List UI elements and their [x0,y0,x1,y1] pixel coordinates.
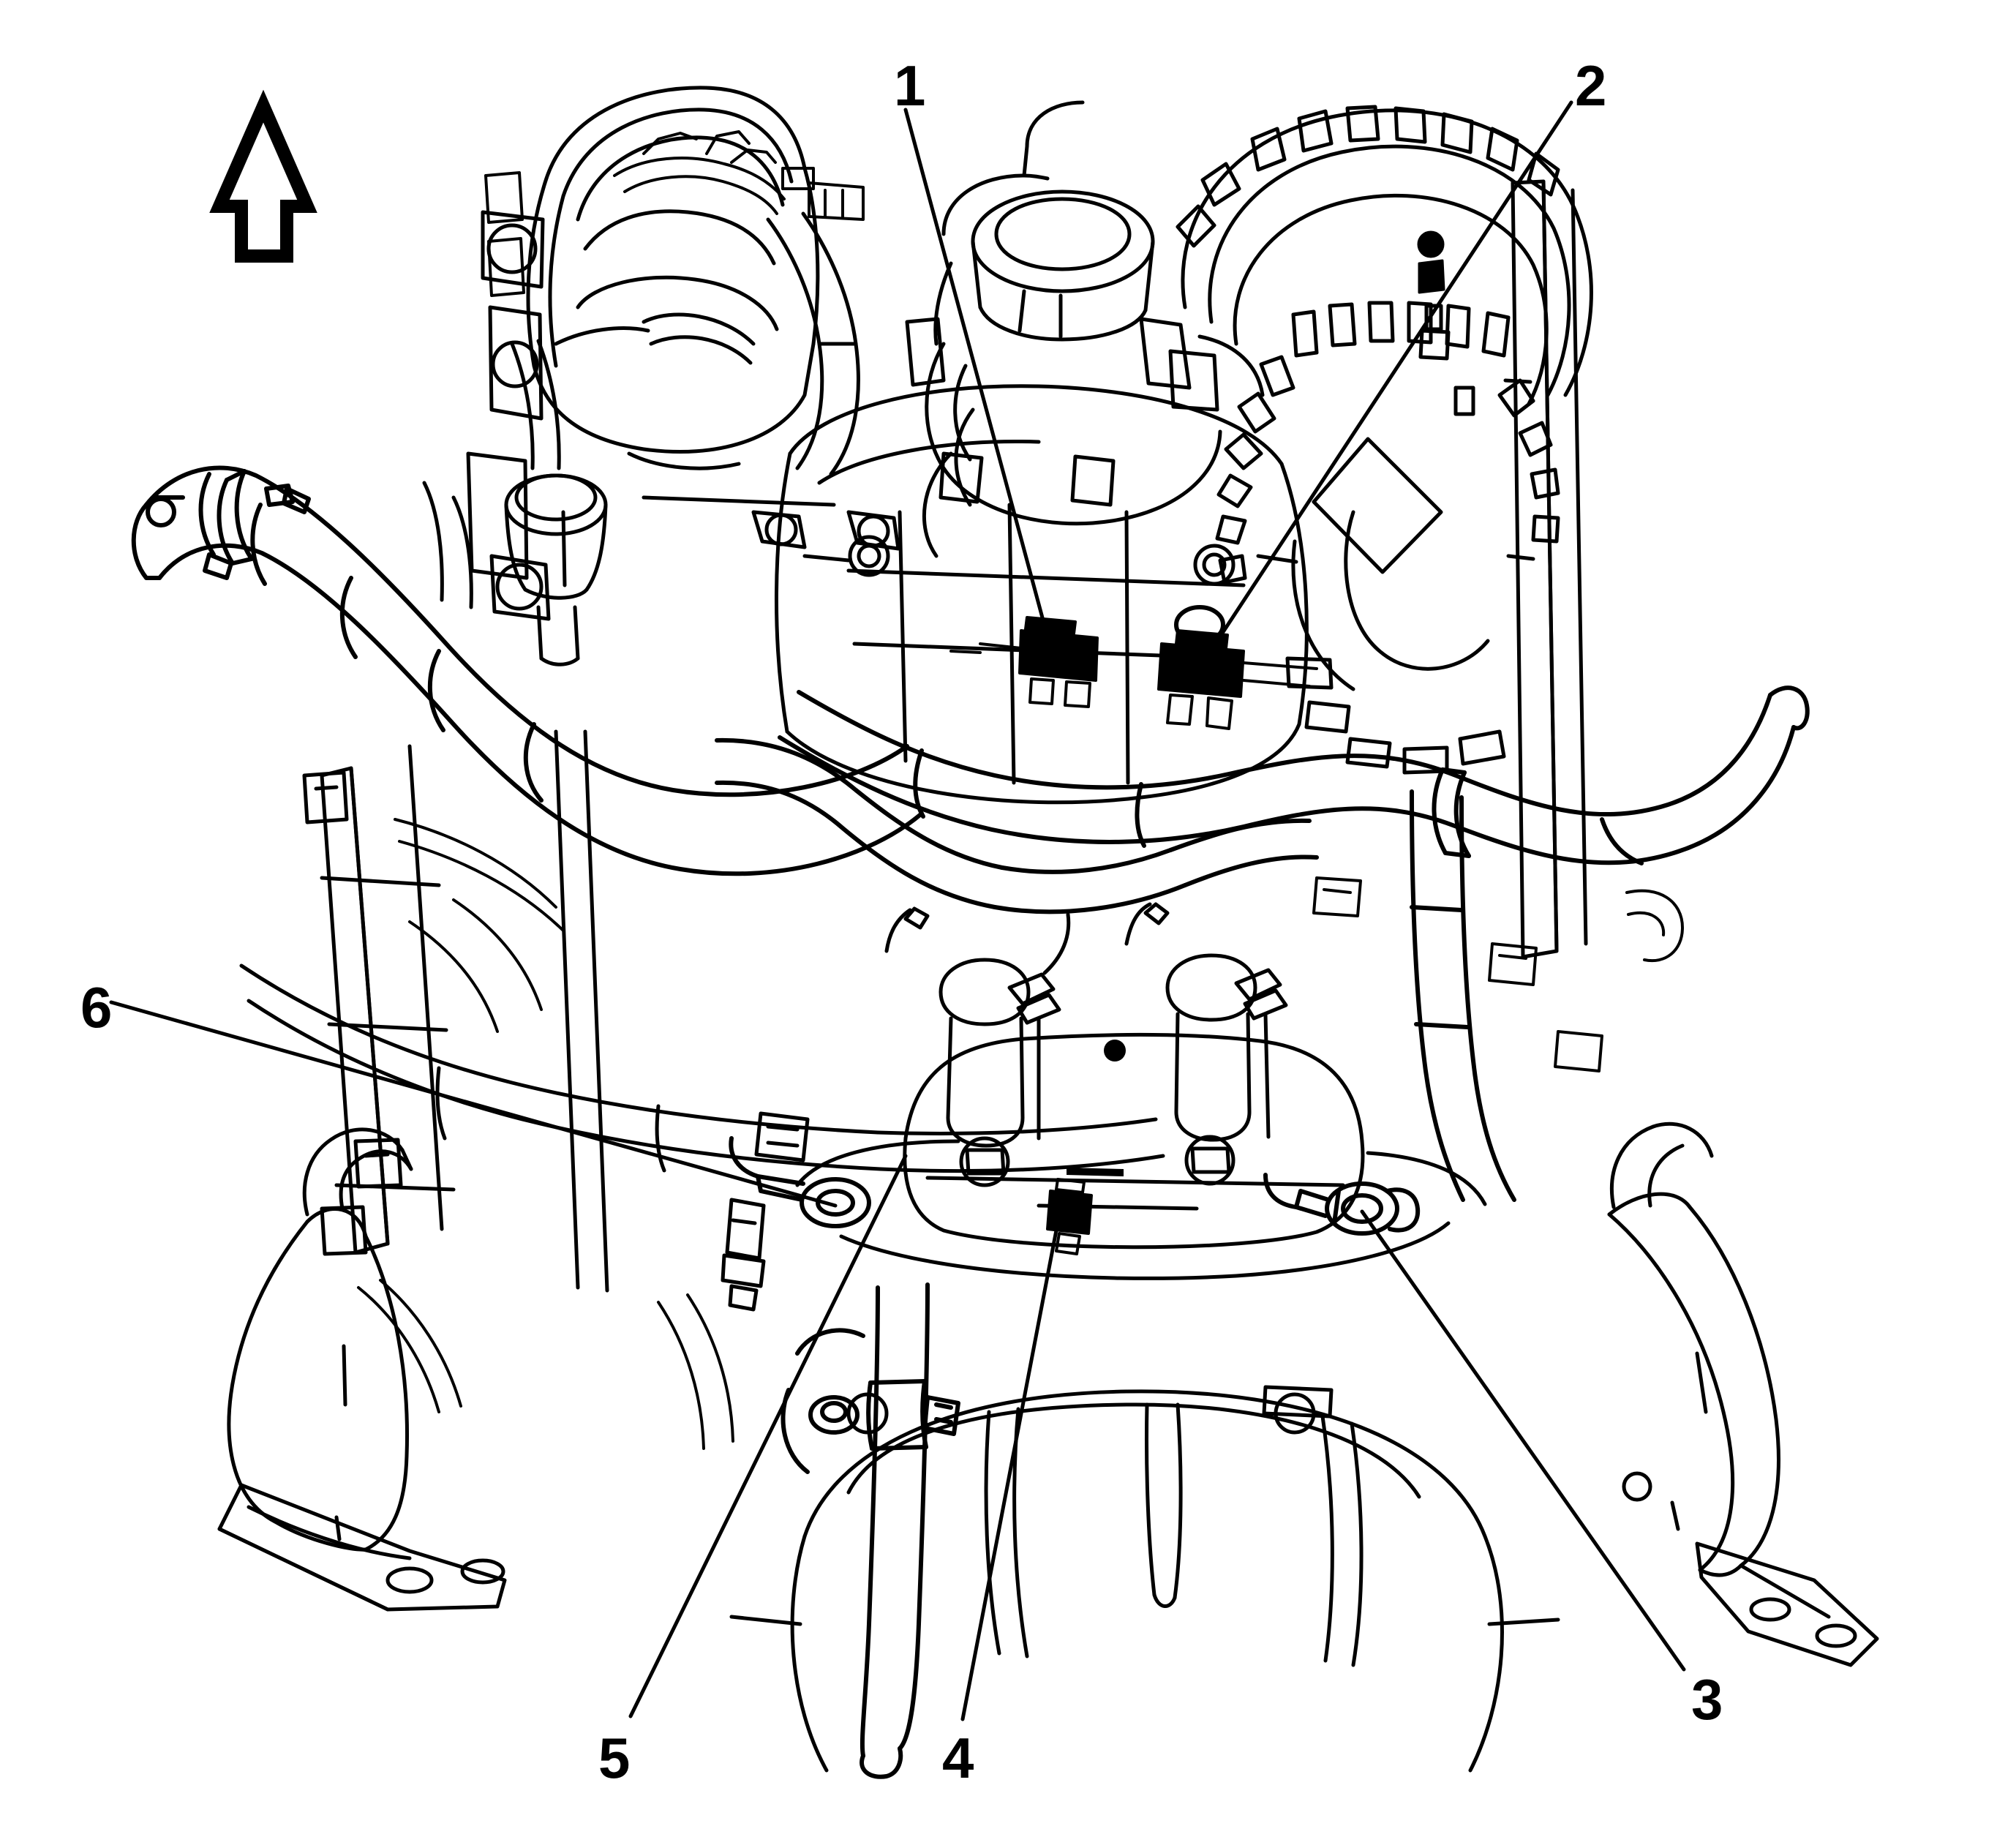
callout-number-1: 1 [894,53,926,118]
callout-number-6: 6 [80,975,113,1040]
intake-duct [933,100,1085,346]
engine-bracket-right [1503,179,1588,959]
misc-brackets [484,171,1684,1072]
lower-coolant-tube [781,1282,960,1779]
mid-hose-loop [715,737,1319,914]
leader-line-1 [903,108,1056,661]
exhaust-manifold-right [1607,1121,1879,1667]
left-bracket-structure [302,729,609,1293]
exhaust-manifold-left [217,1127,507,1612]
sensor-connector-2 [1157,605,1318,730]
ac-compressor [422,86,900,621]
callout-number-4: 4 [942,1726,974,1790]
manifold-fasteners [848,451,1235,586]
upper-radiator-hose [131,465,924,876]
front-of-vehicle-arrow-icon [209,89,317,263]
leader-line-4 [960,1198,1064,1721]
throttle-body [905,189,1265,558]
accessory-hoses-upper-left [510,211,860,476]
leader-line-2 [1201,100,1573,664]
oil-fill-cap [504,473,608,666]
leader-line-5 [628,1154,908,1718]
vacuum-lines [357,818,734,1450]
ground-ring-terminal-3 [1263,1173,1421,1236]
heater-hose-front [778,685,1810,865]
callout-number-2: 2 [1575,53,1607,118]
valve-cover [795,1139,1487,1280]
ignition-coil-pack [884,902,1365,1250]
coolant-sensor [721,1198,766,1312]
leader-line-3 [1360,1209,1686,1672]
callout-leader-lines [109,100,1686,1721]
callout-number-5: 5 [598,1726,631,1790]
transmission-bellhousing [729,1385,1560,1773]
callout-number-3: 3 [1691,1667,1723,1732]
compressor-wiring [613,130,865,221]
leader-line-6 [109,1000,838,1208]
sensor-connector-1 [949,616,1099,708]
right-side-hose [1410,789,1516,1202]
